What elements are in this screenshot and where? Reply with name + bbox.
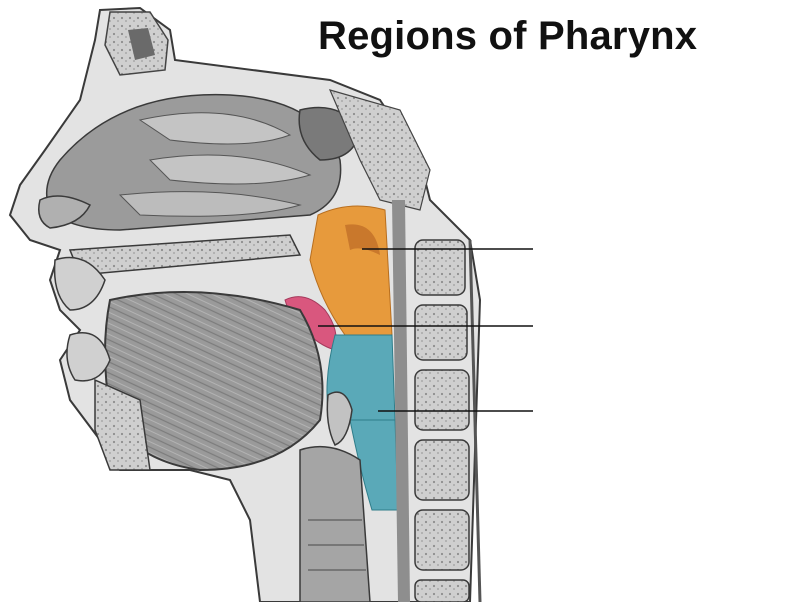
laryngopharynx-region [349, 419, 399, 511]
mandible [94, 378, 151, 471]
nasal-concha-middle [148, 154, 312, 185]
trachea-rings [308, 519, 366, 571]
nasal-concha-upper [138, 112, 292, 145]
epiglottis [326, 391, 353, 446]
spinal-cord-edge [468, 239, 482, 602]
vertebral-column [414, 239, 470, 602]
larynx [299, 445, 371, 602]
pharyngeal-tonsil [345, 224, 380, 255]
diagram-title: Regions of Pharynx [318, 14, 698, 58]
upper-lip [53, 256, 106, 311]
frontal-sinus [128, 28, 155, 60]
skull-base [328, 89, 431, 211]
lower-lip [66, 332, 111, 382]
pharyngeal-wall [392, 200, 410, 602]
nostril [38, 195, 92, 229]
nasal-concha-lower [118, 191, 302, 217]
